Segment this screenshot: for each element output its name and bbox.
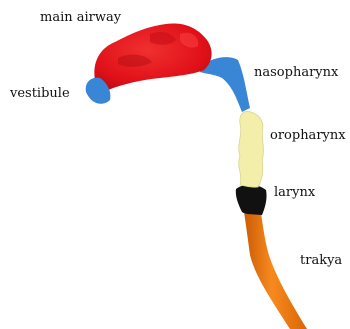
label-nasopharynx: nasopharynx [254, 66, 338, 79]
label-main-airway: main airway [40, 11, 121, 24]
label-vestibule: vestibule [10, 87, 70, 100]
label-trakya: trakya [300, 254, 342, 267]
oropharynx-shape [239, 112, 264, 188]
label-oropharynx: oropharynx [270, 129, 346, 142]
trakya-shape [243, 205, 307, 329]
larynx-shape [236, 185, 267, 215]
label-larynx: larynx [274, 186, 315, 199]
